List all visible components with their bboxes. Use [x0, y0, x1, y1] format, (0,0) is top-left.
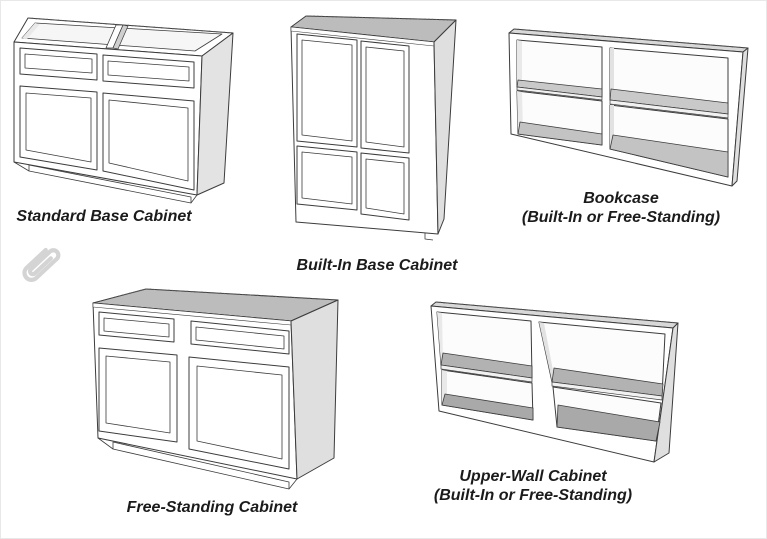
- standard-base-cabinet-illustration: [13, 17, 234, 204]
- standard-base-cabinet-label: Standard Base Cabinet: [16, 208, 192, 225]
- bookcase-label-line2: (Built-In or Free-Standing): [521, 209, 721, 226]
- upper-wall-label-line1: Upper-Wall Cabinet: [459, 468, 607, 485]
- bookcase-label: Bookcase (Built-In or Free-Standing): [501, 189, 741, 227]
- built-in-base-cabinet-illustration: [290, 15, 457, 241]
- built-in-base-cabinet-label: Built-In Base Cabinet: [296, 257, 458, 274]
- upper-wall-cabinet-illustration: [430, 301, 679, 463]
- paperclip-icon: [22, 247, 61, 282]
- bookcase-illustration: [508, 28, 749, 187]
- upper-wall-cabinet-label: Upper-Wall Cabinet (Built-In or Free-Sta…: [413, 467, 653, 505]
- upper-wall-label-line2: (Built-In or Free-Standing): [433, 487, 633, 504]
- bookcase-label-line1: Bookcase: [583, 190, 659, 207]
- free-standing-cabinet-label: Free-Standing Cabinet: [126, 499, 298, 516]
- free-standing-cabinet-illustration: [92, 288, 339, 490]
